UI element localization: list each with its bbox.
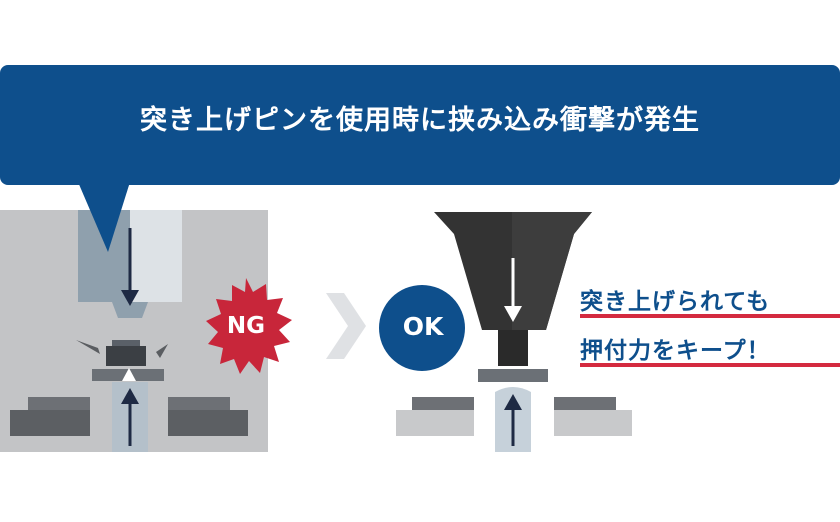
ng-arrow-up-icon [121, 388, 139, 446]
ok-badge-icon [379, 285, 465, 371]
ng-pin-point [122, 368, 136, 381]
ok-arrow-up-icon [504, 394, 522, 446]
ok-tool-right-face [512, 212, 592, 330]
ng-spark-right [156, 344, 168, 358]
ok-stage-left-top [412, 397, 474, 410]
result-text-line-2: 押付力をキープ！ [580, 338, 771, 364]
ng-nozzle-right [130, 210, 182, 302]
ng-stage-right-top [168, 397, 230, 410]
result-underline-1 [580, 314, 840, 318]
ng-badge-label: NG [226, 313, 266, 339]
ok-substrate [478, 369, 548, 382]
ng-badge-icon [206, 278, 292, 374]
result-text-line-1: 突き上げられても [580, 289, 771, 315]
ok-badge-label: OK [402, 312, 444, 341]
result-underline-2 [580, 363, 840, 367]
ng-stage-left-top [28, 397, 90, 410]
chevron-right-icon [326, 293, 366, 359]
ng-arrow-down-icon [121, 228, 139, 306]
ok-arrow-down-icon [504, 258, 522, 322]
banner-pointer [78, 182, 130, 252]
ng-die-top [112, 340, 140, 346]
banner-bubble [0, 65, 840, 252]
ok-panel [396, 212, 632, 452]
ok-tool-tip [498, 330, 528, 366]
ok-stage-right-top [554, 397, 616, 410]
ng-stage-right [168, 410, 248, 436]
ok-stage-left [396, 410, 474, 436]
ng-die [106, 346, 146, 366]
ok-stage-right [554, 410, 632, 436]
ng-stage-left [10, 410, 90, 436]
ng-spark-left [76, 340, 100, 354]
banner-title: 突き上げピンを使用時に挟み込み衝撃が発生 [140, 105, 700, 136]
ng-nozzle-tip [112, 302, 148, 318]
